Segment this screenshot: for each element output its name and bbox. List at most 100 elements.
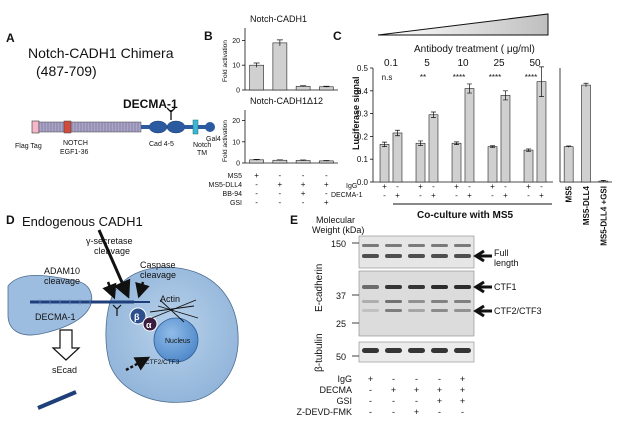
matrix-row-label: IgG <box>337 374 352 384</box>
significance-label: n.s <box>382 73 393 82</box>
matrix-sign: - <box>369 396 372 406</box>
shedding-arrow <box>51 329 81 361</box>
band <box>454 309 471 312</box>
significance-label: **** <box>453 73 465 82</box>
matrix-sign: - <box>279 198 282 207</box>
gal4-domain <box>205 122 215 132</box>
error-bar <box>583 82 589 87</box>
band <box>362 285 379 289</box>
right-bar-label: MS5-DLL4 <box>582 185 591 225</box>
bar <box>563 146 574 183</box>
panel-a: A Notch-CADH1 Chimera (487-709) DECMA-1 … <box>6 31 221 157</box>
band <box>385 300 402 303</box>
adam10-arrow <box>102 281 117 300</box>
gamma-label: γ-secretase <box>86 236 133 246</box>
bar <box>415 142 426 183</box>
ctf23-label: CTF2/CTF3 <box>494 306 542 316</box>
notch-egf-label: NOTCH <box>63 140 88 147</box>
y-tick-label: 0.3 <box>357 110 369 119</box>
notch-tm-domain <box>192 119 199 135</box>
panel-label-b: B <box>204 29 213 43</box>
neighbor-cell <box>7 274 93 336</box>
y-tick-label: 10 <box>232 63 240 70</box>
decma-sign: - <box>491 191 494 200</box>
beta-label: β <box>134 312 140 322</box>
decma-sign: + <box>467 191 472 200</box>
concentration-label: 5 <box>424 58 430 69</box>
band <box>454 348 471 353</box>
band <box>408 285 425 289</box>
igg-sign: + <box>526 182 531 191</box>
bar <box>295 85 311 91</box>
panel-label-a: A <box>6 31 15 45</box>
band <box>362 254 379 258</box>
error-bar <box>323 85 330 88</box>
caspase-arrow <box>135 281 150 299</box>
gal4-label: Gal4 <box>206 136 221 143</box>
matrix-sign: - <box>438 407 441 417</box>
y-tick-label: 0.0 <box>357 178 369 187</box>
full-length-arrow <box>473 249 492 263</box>
chart-b2-title: Notch-CADH1Δ12 <box>250 96 323 106</box>
decma-antibody-icon <box>112 304 122 316</box>
linker <box>141 125 149 129</box>
error-bar <box>276 39 283 46</box>
matrix-sign: - <box>302 171 305 180</box>
chart-c-ylabel: Luciferase signal <box>351 76 361 150</box>
chimera-range: (487-709) <box>36 63 97 79</box>
cad4-domain <box>148 120 168 134</box>
matrix-sign: + <box>278 180 283 189</box>
band <box>408 348 425 353</box>
matrix-sign: + <box>301 189 306 198</box>
alpha-label: α <box>146 320 152 330</box>
band <box>454 244 471 247</box>
mw-label-2: Weight (kDa) <box>312 225 364 235</box>
gamma-label-2: cleavage <box>94 246 130 256</box>
matrix-sign: + <box>324 180 329 189</box>
ctf-arrow <box>125 356 151 372</box>
band <box>362 309 379 312</box>
error-bar <box>253 62 260 68</box>
cad5-domain <box>166 120 186 134</box>
blot-ecad-lower <box>358 270 475 337</box>
matrix-sign: + <box>460 374 465 384</box>
band <box>385 244 402 247</box>
matrix-sign: - <box>279 171 282 180</box>
igg-sign: + <box>490 182 495 191</box>
band <box>454 285 471 289</box>
right-bar-label: MS5-DLL4 +GSI <box>599 186 608 246</box>
ctf-label-d: CTF2/CTF3 <box>145 359 180 366</box>
igg-sign: + <box>382 182 387 191</box>
error-bar <box>300 85 307 87</box>
matrix-sign: + <box>324 198 329 207</box>
band <box>385 348 402 353</box>
decma-sign: + <box>503 191 508 200</box>
decma-sign: - <box>455 191 458 200</box>
decma-sign: + <box>539 191 544 200</box>
actin-filaments <box>149 299 199 323</box>
error-bar <box>526 148 532 152</box>
notch-tm-label: Notch <box>193 142 211 149</box>
coculture-label: Co-culture with MS5 <box>417 210 514 221</box>
linker-2 <box>185 125 193 129</box>
error-bar <box>490 145 496 148</box>
bar <box>487 146 498 183</box>
y-tick-label: 0 <box>236 161 240 168</box>
error-bar <box>323 160 330 162</box>
matrix-sign: - <box>279 189 282 198</box>
y-tick-label: 0.5 <box>357 64 369 73</box>
right-bar-label: MS5 <box>565 185 574 202</box>
band <box>362 244 379 247</box>
mw-37: 37 <box>336 291 346 301</box>
y-tick-label: 20 <box>232 118 240 125</box>
caspase-label: Caspase <box>140 260 176 270</box>
concentration-label: 25 <box>493 58 505 69</box>
matrix-sign: - <box>325 171 328 180</box>
tubulin-label: β-tubulin <box>314 333 325 372</box>
band <box>431 348 448 353</box>
band <box>385 309 402 312</box>
error-bar <box>566 145 572 148</box>
igg-sign: - <box>504 182 507 191</box>
matrix-sign: - <box>369 407 372 417</box>
